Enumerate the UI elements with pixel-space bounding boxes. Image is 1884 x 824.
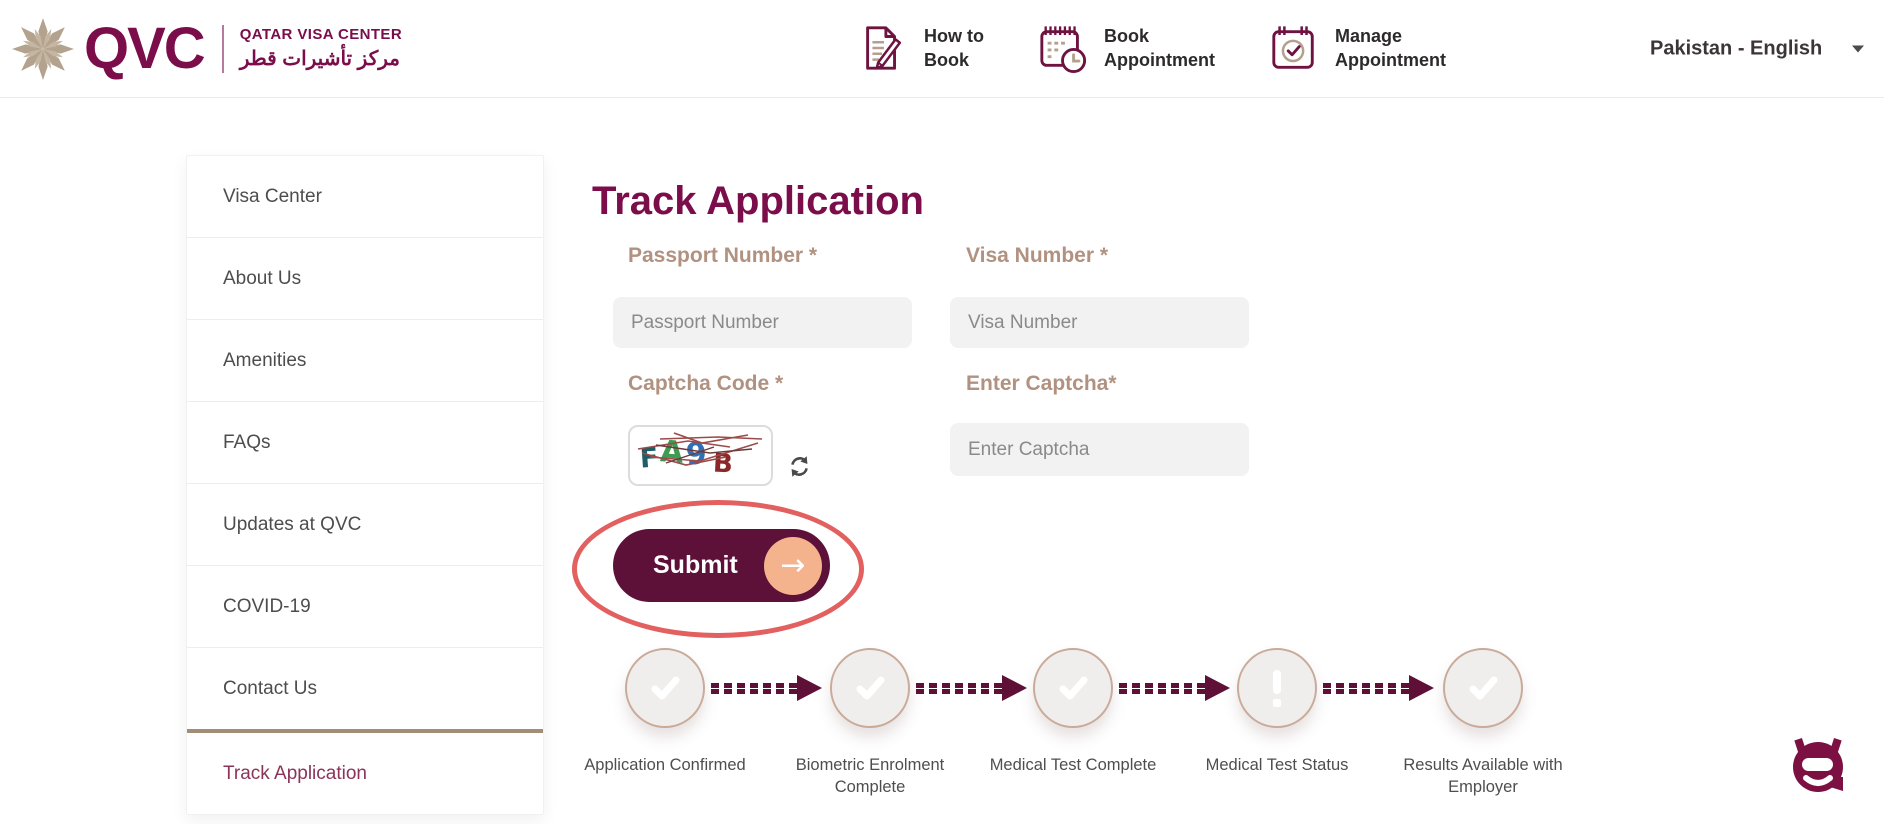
qvc-logo[interactable]: QVC QATAR VISA CENTER مركز تأشيرات قطر bbox=[10, 16, 402, 82]
application-progress-tracker: Application Confirmed Biometric Enrolmen… bbox=[584, 648, 1563, 818]
document-pencil-icon bbox=[866, 25, 902, 70]
tracker-step-biometric-enrolment: Biometric Enrolment Complete bbox=[778, 648, 962, 799]
submit-button-label: Submit bbox=[653, 551, 738, 579]
tracker-step-medical-test-status: Medical Test Status bbox=[1185, 648, 1369, 776]
calendar-check-icon bbox=[1272, 25, 1314, 69]
step-label: Medical Test Status bbox=[1205, 756, 1349, 774]
logo-divider bbox=[221, 24, 224, 73]
step-status-circle bbox=[830, 648, 910, 728]
sidebar-item-about-us[interactable]: About Us bbox=[187, 237, 543, 319]
step-label: Medical Test Complete bbox=[989, 756, 1157, 774]
exclamation-icon bbox=[1273, 669, 1281, 707]
sidebar-item-updates-at-qvc[interactable]: Updates at QVC bbox=[187, 483, 543, 565]
tracker-step-medical-test-complete: Medical Test Complete bbox=[981, 648, 1165, 776]
tracker-connector-arrow bbox=[1323, 675, 1434, 701]
passport-number-input[interactable] bbox=[613, 297, 912, 348]
tracker-connector-arrow bbox=[916, 675, 1027, 701]
nav-label-how-to-book: How to Book bbox=[924, 26, 984, 70]
page-title: Track Application bbox=[592, 178, 924, 223]
language-selector[interactable]: Pakistan - English bbox=[1650, 37, 1865, 60]
sidebar-item-visa-center[interactable]: Visa Center bbox=[223, 185, 322, 207]
logo-name-english: QATAR VISA CENTER bbox=[239, 26, 403, 43]
check-icon bbox=[1469, 676, 1498, 700]
captcha-code-label: Captcha Code * bbox=[628, 372, 784, 395]
step-label: Biometric Enrolment Complete bbox=[795, 756, 945, 797]
tracker-step-results-available: Results Available with Employer bbox=[1391, 648, 1575, 799]
chatbot-icon bbox=[1793, 738, 1843, 792]
captcha-refresh-button[interactable] bbox=[786, 454, 812, 480]
check-icon bbox=[856, 676, 885, 700]
sidebar-item-faqs[interactable]: FAQs bbox=[187, 401, 543, 483]
captcha-image: F A 9 B bbox=[628, 425, 773, 486]
sidebar: Visa Center About Us Amenities FAQs Upda… bbox=[186, 155, 544, 815]
refresh-icon bbox=[790, 456, 808, 477]
chevron-down-icon bbox=[1852, 45, 1865, 52]
step-status-circle bbox=[1443, 648, 1523, 728]
calendar-clock-icon bbox=[1040, 25, 1087, 73]
tracker-connector-arrow bbox=[1119, 675, 1230, 701]
nav-label-manage-appointment: Manage Appointment bbox=[1334, 26, 1446, 70]
nav-label-book-appointment: Book Appointment bbox=[1104, 26, 1215, 70]
enter-captcha-input[interactable] bbox=[950, 423, 1249, 476]
arrow-right-icon: → bbox=[764, 536, 822, 595]
nav-item-how-to-book[interactable]: How to Book bbox=[858, 23, 984, 75]
sidebar-item-contact-us[interactable]: Contact Us bbox=[187, 647, 543, 729]
submit-button[interactable]: Submit → bbox=[613, 529, 830, 602]
nav-item-book-appointment[interactable]: Book Appointment bbox=[1038, 23, 1215, 75]
step-status-circle bbox=[625, 648, 705, 728]
chat-widget-button[interactable] bbox=[1786, 735, 1850, 799]
check-icon bbox=[651, 676, 680, 700]
nav-item-manage-appointment[interactable]: Manage Appointment bbox=[1269, 23, 1446, 75]
captcha-noise-lines bbox=[637, 432, 763, 466]
sidebar-item-amenities[interactable]: Amenities bbox=[187, 319, 543, 401]
step-status-circle bbox=[1237, 648, 1317, 728]
sidebar-item-covid-19[interactable]: COVID-19 bbox=[187, 565, 543, 647]
sidebar-item-track-application[interactable]: Track Application bbox=[187, 729, 543, 814]
language-selector-value: Pakistan - English bbox=[1650, 37, 1823, 59]
ornamental-star-icon bbox=[12, 17, 74, 80]
logo-name-arabic: مركز تأشيرات قطر bbox=[239, 48, 400, 70]
check-icon bbox=[1059, 676, 1088, 700]
passport-number-label: Passport Number * bbox=[628, 244, 818, 267]
visa-number-label: Visa Number * bbox=[966, 244, 1109, 267]
step-status-circle bbox=[1033, 648, 1113, 728]
enter-captcha-label: Enter Captcha* bbox=[966, 372, 1117, 395]
top-navigation: How to Book Book Appointment bbox=[858, 23, 1446, 75]
logo-brand-text: QVC bbox=[84, 15, 206, 81]
tracker-connector-arrow bbox=[711, 675, 822, 701]
tracker-step-application-confirmed: Application Confirmed bbox=[573, 648, 757, 776]
header: QVC QATAR VISA CENTER مركز تأشيرات قطر H… bbox=[0, 0, 1884, 98]
step-label: Application Confirmed bbox=[584, 756, 746, 774]
step-label: Results Available with Employer bbox=[1403, 756, 1563, 797]
visa-number-input[interactable] bbox=[950, 297, 1249, 348]
